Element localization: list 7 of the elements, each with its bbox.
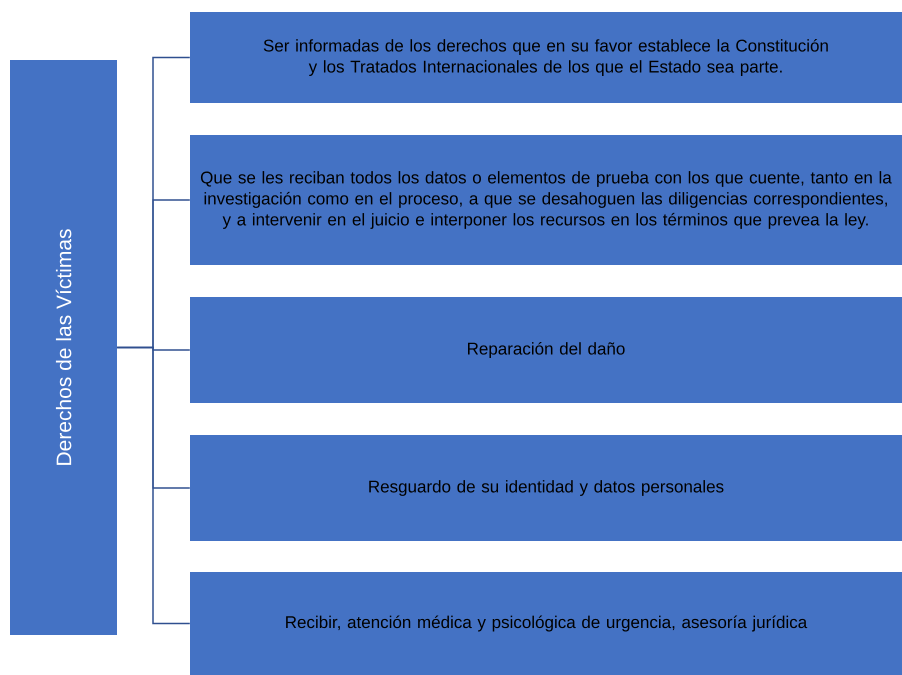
- item-box: Resguardo de su identidad y datos personales: [190, 435, 902, 541]
- category-box: Derechos de las Víctimas: [10, 60, 117, 635]
- connector-line: [117, 346, 190, 624]
- item-box: Ser informadas de los derechos que en su favor establece la Constitución y los Tratados Internacionales de los que el Estado sea parte.: [190, 12, 902, 103]
- item-box: Reparación del daño: [190, 297, 902, 403]
- item-box: Que se les reciban todos los datos o elementos de prueba con los que cuente, tanto en la investigación como en el proceso, a que se desahoguen las diligencias correspondientes, y a intervenir en el juicio e interponer los recursos en los términos que prevea la ley.: [190, 135, 902, 265]
- item-box: Recibir, atención médica y psicológica de urgencia, asesoría jurídica: [190, 572, 902, 675]
